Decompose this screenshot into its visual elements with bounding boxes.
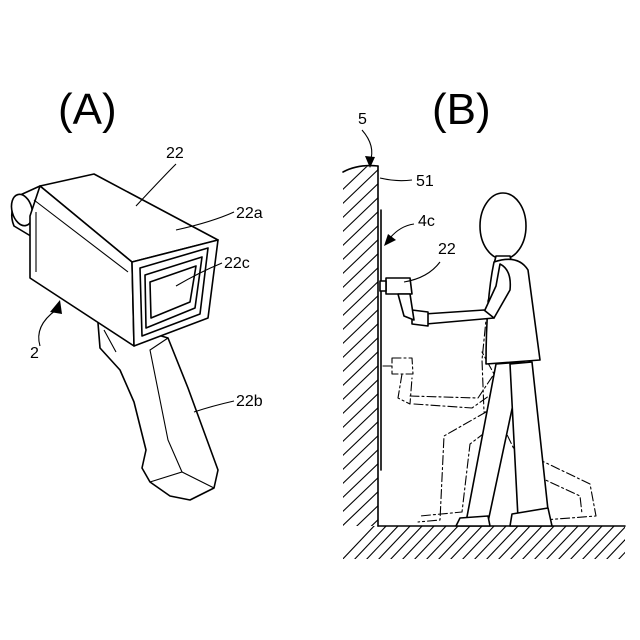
- wall-hatch-line: [336, 374, 384, 420]
- wall-hatch-line: [336, 346, 384, 392]
- wall-hatch-line: [336, 444, 384, 490]
- wall-hatch-line: [336, 178, 384, 224]
- ref-22b: 22b: [236, 393, 263, 410]
- arrow-2: [50, 300, 62, 314]
- panel-b: (B): [336, 85, 640, 602]
- wall-hatch-line: [336, 556, 384, 602]
- floor-structure: [340, 524, 640, 562]
- device-in-use-body: [386, 278, 412, 294]
- worker-forearm: [424, 310, 494, 324]
- panel-a: (A) 22 22a: [8, 85, 263, 500]
- wall-hatch-line: [336, 318, 384, 364]
- worker-rear-leg: [510, 362, 548, 518]
- ref-22: 22: [166, 145, 184, 162]
- wall-hatch-line: [336, 150, 384, 196]
- floor-hatching: [340, 524, 640, 562]
- dashed-arm-lower-edge: [414, 388, 500, 408]
- leader-2: [39, 310, 56, 346]
- wall-hatch-line: [336, 528, 384, 574]
- wall-hatch-line: [336, 430, 384, 476]
- wall-hatch-line: [336, 360, 384, 406]
- wall-hatch-line: [336, 290, 384, 336]
- wall-hatch-line: [336, 402, 384, 448]
- leader-51: [380, 178, 412, 181]
- device-in-use-front: [380, 281, 386, 291]
- wall-hatch-line: [336, 248, 384, 294]
- panel-b-label: (B): [432, 85, 491, 134]
- ref-5: 5: [358, 111, 367, 128]
- wall-hatch-line: [336, 458, 384, 504]
- wall-hatch-line: [336, 164, 384, 210]
- leader-22b: [194, 401, 234, 412]
- ref-22a: 22a: [236, 205, 263, 222]
- panel-a-label: (A): [58, 85, 117, 134]
- ref-51: 51: [416, 173, 434, 190]
- dashed-device-handle: [398, 374, 412, 404]
- worker-rear-foot: [510, 508, 552, 526]
- wall-hatch-line: [336, 192, 384, 238]
- arrow-4c: [384, 234, 396, 246]
- device-handle: [98, 323, 218, 500]
- ref-22c: 22c: [224, 255, 250, 272]
- leader-22: [136, 164, 176, 206]
- wall-hatch-line: [336, 486, 384, 532]
- wall-hatch-line: [336, 472, 384, 518]
- ref-2: 2: [30, 345, 39, 362]
- ref-22-b: 22: [438, 241, 456, 258]
- wall-hatch-line: [336, 262, 384, 308]
- dashed-device-body: [392, 358, 413, 374]
- wall-top-edge: [343, 166, 378, 172]
- wall-structure: [336, 150, 384, 602]
- inspection-device: [8, 174, 218, 500]
- worker-head: [480, 193, 526, 259]
- wall-hatch-line: [336, 206, 384, 252]
- wall-hatch-line: [336, 304, 384, 350]
- leader-4c: [390, 224, 414, 238]
- wall-hatch-line: [336, 234, 384, 280]
- ref-4c: 4c: [418, 213, 435, 230]
- wall-hatch-line: [336, 220, 384, 266]
- wall-hatch-line: [336, 500, 384, 546]
- panel-b-references: 5 51 4c 22: [358, 111, 456, 282]
- wall-hatch-line: [336, 332, 384, 378]
- dashed-arm-lower: [410, 352, 494, 398]
- wall-hatching: [336, 150, 384, 602]
- floor-hatch-line: [616, 524, 640, 562]
- device-in-use-handle: [398, 294, 414, 320]
- wall-hatch-line: [336, 416, 384, 462]
- worker-front-foot: [456, 516, 490, 526]
- wall-hatch-line: [336, 276, 384, 322]
- wall-hatch-line: [336, 388, 384, 434]
